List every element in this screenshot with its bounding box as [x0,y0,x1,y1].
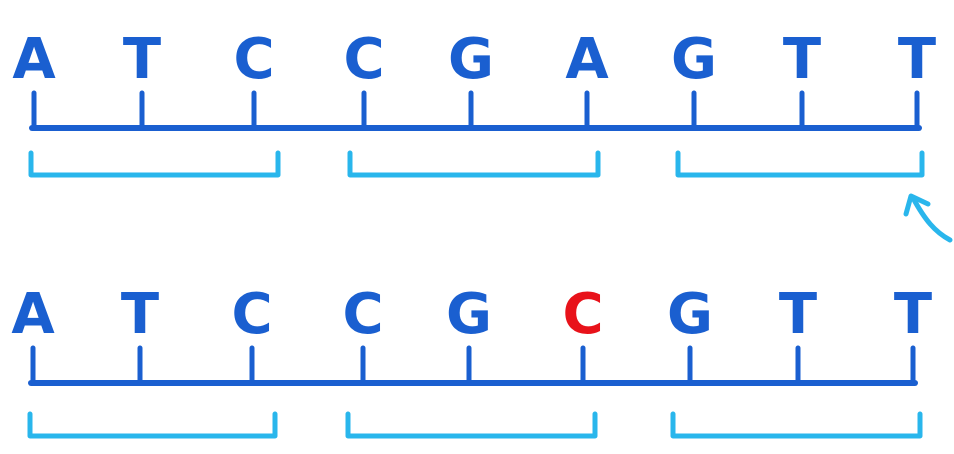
base-letter: G [667,282,713,347]
curved-arrow-head [903,193,931,217]
base-letter: A [565,27,609,92]
codon-bracket [27,411,278,439]
codon-bracket [345,411,598,439]
base-letter: G [671,27,717,92]
codon-bracket [670,411,923,439]
base-letter: T [121,282,159,347]
base-letter: T [779,282,817,347]
base-letter: C [233,27,274,92]
curved-arrow-icon [910,195,953,243]
base-letter: G [446,282,492,347]
codon-bracket [347,150,601,178]
codon-bracket [28,150,281,178]
base-letter: T [123,27,161,92]
base-letter: C [231,282,272,347]
base-letter: C [343,27,384,92]
mutated-base-letter: C [562,282,603,347]
base-letter: C [342,282,383,347]
base-letter: A [12,27,56,92]
base-letter: A [11,282,55,347]
codon-bracket [675,150,925,178]
base-letter: G [448,27,494,92]
base-letter: T [783,27,821,92]
base-letter: T [898,27,936,92]
base-letter: T [894,282,932,347]
